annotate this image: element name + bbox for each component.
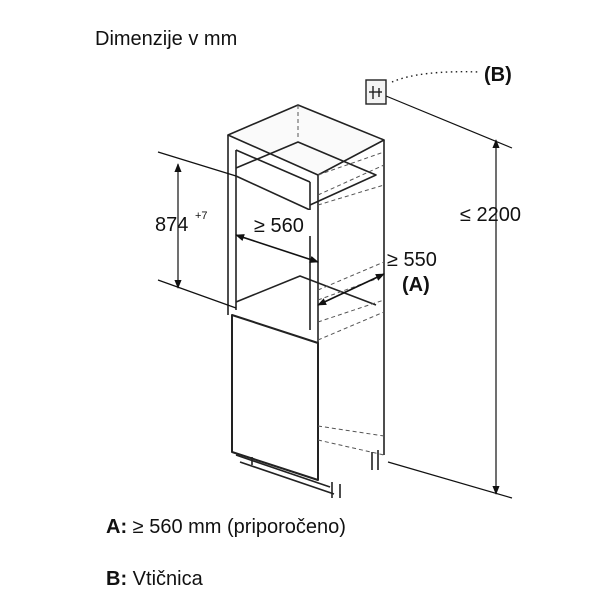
legend-text-b: Vtičnica bbox=[132, 568, 203, 590]
legend-key-a: A: bbox=[106, 516, 128, 538]
niche-height-tolerance: +7 bbox=[195, 210, 208, 222]
socket-leader-line bbox=[391, 71, 481, 83]
legend-item-b: B: Vtičnica bbox=[106, 568, 203, 591]
depth-value: ≥ 550 bbox=[387, 249, 437, 271]
total-height-value: ≤ 2200 bbox=[460, 204, 521, 226]
socket-reference: (B) bbox=[484, 64, 512, 86]
niche-height-dimension bbox=[157, 151, 237, 309]
total-height-dimension bbox=[385, 95, 513, 499]
niche-width-label-bg bbox=[252, 210, 314, 236]
niche-width-arrow bbox=[235, 234, 319, 263]
depth-arrow bbox=[317, 273, 385, 306]
depth-reference: (A) bbox=[402, 274, 430, 296]
socket-icon bbox=[365, 79, 387, 105]
diagram-title: Dimenzije v mm bbox=[95, 28, 238, 50]
legend-item-a: A: ≥ 560 mm (priporočeno) bbox=[106, 516, 346, 539]
cabinet-outline bbox=[227, 104, 385, 498]
legend-text-a: ≥ 560 mm (priporočeno) bbox=[132, 516, 346, 538]
legend-key-b: B: bbox=[106, 568, 128, 590]
niche-height-value: 874 bbox=[155, 214, 188, 236]
niche-width-value: ≥ 560 bbox=[254, 215, 304, 237]
